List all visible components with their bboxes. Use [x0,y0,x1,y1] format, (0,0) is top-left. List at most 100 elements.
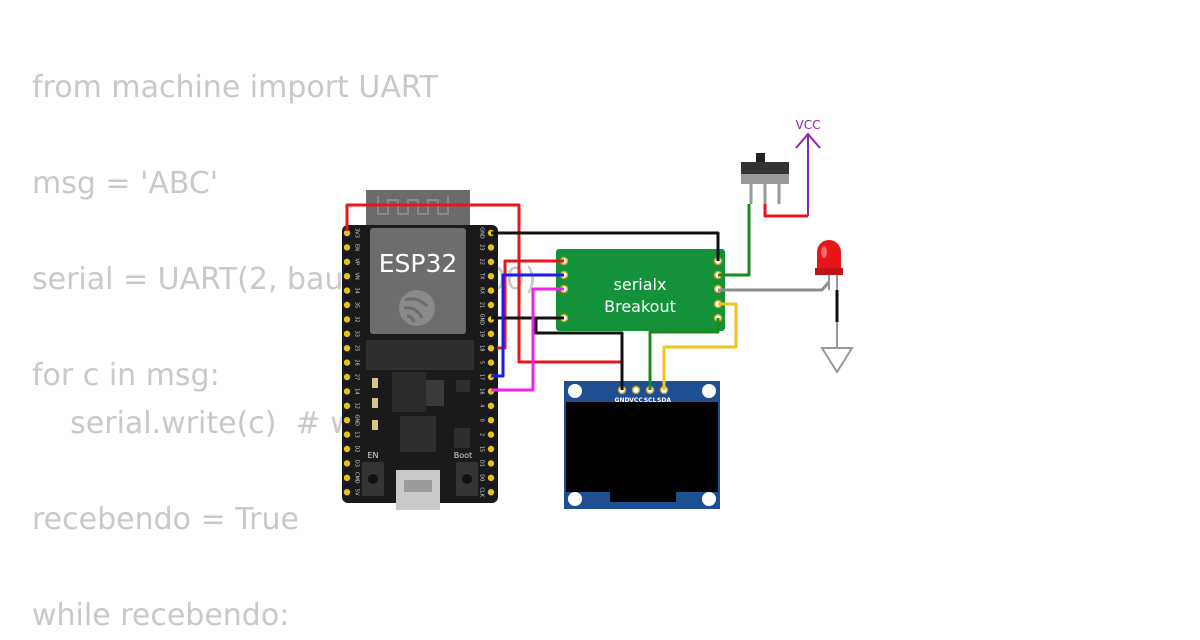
left-pin-label: 26 [354,359,360,365]
wire-red-vcc [763,204,808,218]
left-pin-label: 14 [354,388,360,394]
wire-blue-tx [491,273,564,378]
right-header-pin [487,489,495,496]
right-header-pin [487,359,495,366]
right-pin-label: 15 [479,446,485,452]
en-button-cap [368,474,378,484]
right-pin-label: D0 [479,474,485,481]
usb-port-inner [404,480,432,492]
right-pin-label: 21 [479,302,485,308]
smd-component [454,428,470,448]
mount-hole [568,492,582,506]
code-background: from machine import UART msg = 'ABC' ser… [32,0,1192,633]
oled-display[interactable]: GND VCC SCL SDA [564,381,720,509]
vcc-label: VCC [796,118,821,132]
right-pin-label: GND [479,227,485,239]
right-pin-label: RX [479,287,485,294]
left-pin-label: 12 [354,403,360,409]
right-pin-label: D1 [479,460,485,467]
left-header-pin [343,258,351,265]
right-header-pin [487,402,495,409]
serialx-breakout[interactable]: serialx Breakout [556,249,725,331]
left-pin-label: VN [354,273,360,280]
right-header-pin [487,460,495,467]
wire-black-gnd [491,231,720,261]
esp32-pins: 3V3ENVPVN343532332526271412GND13D2D3CMD5… [343,227,495,498]
wires [345,203,839,392]
led-highlight [821,246,827,258]
wire-magenta-rx [491,287,564,392]
boot-label: Boot [454,451,472,460]
oled-pin-label: GND [615,397,630,404]
right-pin-label: 0 [479,419,485,422]
right-header-pin [487,345,495,352]
smd-component [372,378,378,388]
red-led[interactable] [815,240,843,322]
espressif-logo [399,290,435,326]
wire-green-switch [718,204,751,277]
slide-switch[interactable] [741,153,789,204]
left-header-pin [343,445,351,453]
left-header-pin [343,460,351,467]
right-header-pin [487,244,495,251]
left-header-pin [343,316,351,323]
left-header-pin [343,273,351,280]
regulator-chip [392,372,426,412]
right-pin-label: 2 [479,433,485,436]
breakout-pcb [556,249,725,331]
left-header-pin [343,359,351,366]
right-header-pin [487,417,495,424]
left-pin-label: 13 [354,431,360,437]
left-pin-label: 5V [354,489,360,496]
left-header-pin [343,229,351,237]
wire-green-scl [648,318,720,390]
code-line: while recebendo: [32,598,290,633]
left-pin-label: 35 [354,302,360,308]
left-header-pin [343,402,351,409]
right-pin-label: 22 [479,259,485,265]
left-pin-label: 34 [354,287,360,293]
vcc-symbol: VCC [795,118,821,216]
right-pin-label: 23 [479,244,485,250]
left-header-pin [343,431,351,438]
left-header-pin [343,489,351,496]
right-header-pin [487,474,495,481]
breakout-label-2: Breakout [604,297,676,316]
breakout-label-1: serialx [614,275,667,294]
mount-hole [702,384,716,398]
usb-uart-chip [400,416,436,452]
wire-gray-led [718,281,831,292]
right-pin-label: 18 [479,345,485,351]
esp32-board[interactable]: ESP32 EN Boot 3V3ENVPVN34353233252627141… [342,190,498,510]
right-header-pin [487,287,495,294]
left-header-pin [343,474,351,481]
code-line: from machine import UART [32,70,438,105]
boot-button-cap [462,474,472,484]
right-pin-label: 4 [479,404,485,407]
oled-pin-label: SDA [657,397,671,404]
esp32-label: ESP32 [379,249,458,278]
code-line: recebendo = True [32,502,299,537]
right-pin-label: 16 [479,388,485,394]
switch-knob [756,153,765,163]
ground-symbol [820,347,854,374]
oled-pin [631,385,641,395]
right-header-pin [487,273,495,280]
code-line: for c in msg: [32,358,220,393]
left-header-pin [343,388,351,395]
left-header-pin [343,301,351,309]
right-header-pin [487,301,495,309]
wire-red-power [497,259,564,350]
en-label: EN [367,451,378,460]
oled-pin-label: SCL [644,397,657,404]
mount-hole [568,384,582,398]
left-pin-label: EN [354,244,360,251]
left-header-pin [343,330,351,337]
left-header-pin [343,417,351,424]
right-pin-label: GND [479,314,485,326]
left-header-pin [343,244,351,251]
led-rim [815,268,843,275]
code-line: msg = 'ABC' [32,166,219,201]
right-header-pin [487,431,495,438]
